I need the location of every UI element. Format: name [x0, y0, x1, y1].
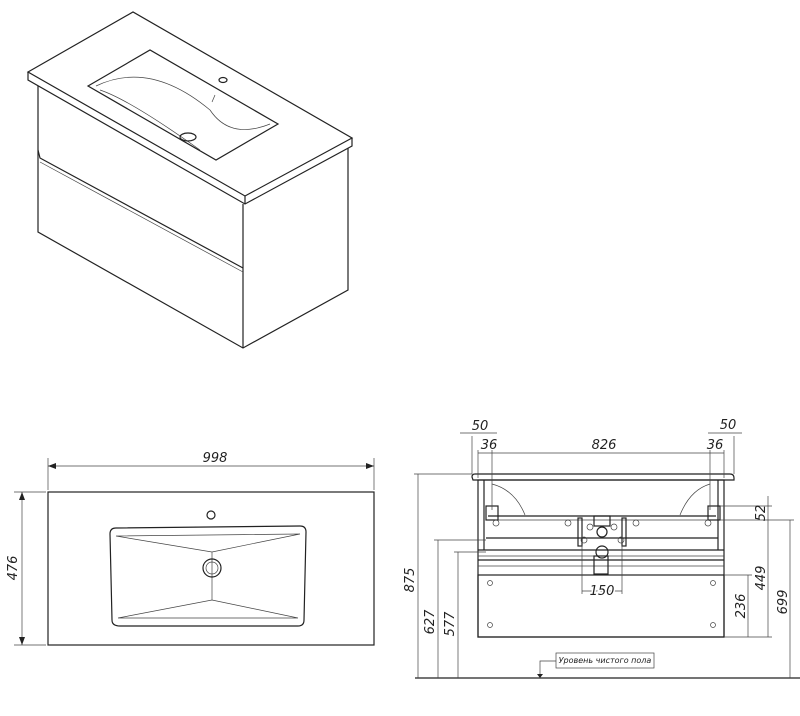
front-view: 50 36 826 36 50 875 627 577 150 52 449 2…: [403, 418, 800, 679]
plan-view: 998 476: [6, 451, 375, 646]
dim-inset-right: 36: [707, 438, 724, 453]
dim-627: 627: [423, 609, 438, 635]
dim-overhang-left: 50: [472, 419, 489, 434]
dim-577: 577: [443, 611, 458, 637]
dim-inner-width: 826: [592, 438, 617, 453]
floor-level-label: Уровень чистого пола: [559, 656, 652, 665]
dim-449: 449: [754, 566, 769, 591]
dim-inset-left: 36: [481, 438, 498, 453]
dim-236: 236: [734, 594, 749, 619]
dim-total-height: 875: [403, 568, 418, 593]
dim-depth: 476: [6, 556, 21, 581]
dim-150: 150: [590, 584, 615, 599]
dim-52: 52: [754, 505, 769, 522]
dim-width: 998: [203, 451, 228, 466]
dim-overhang-right: 50: [720, 418, 737, 433]
dim-699: 699: [776, 590, 791, 615]
isometric-view: [26, 11, 354, 349]
